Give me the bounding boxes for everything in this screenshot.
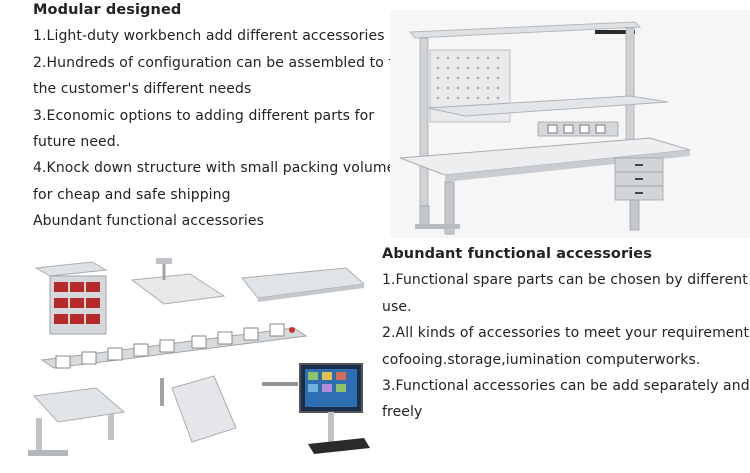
storage-bin-rack bbox=[34, 261, 108, 335]
description-line: 1.Functional spare parts can be chosen b… bbox=[382, 272, 748, 289]
description-line: future need. bbox=[33, 134, 121, 151]
description-line: 2.Hundreds of configuration can be assem… bbox=[33, 54, 404, 71]
section-heading-modular: Modular designed bbox=[33, 2, 182, 18]
modular-description: Modular designed 1.Light-duty workbench … bbox=[33, 0, 404, 235]
accessories-description: Abundant functional accessories 1.Functi… bbox=[382, 241, 750, 426]
description-line: use. bbox=[382, 298, 412, 315]
section-heading-accessories: Abundant functional accessories bbox=[382, 246, 652, 262]
workbench-image bbox=[390, 10, 750, 238]
description-line: cofooing.storage,iumination computerwork… bbox=[382, 351, 701, 368]
description-line: Abundant functional accessories bbox=[33, 213, 264, 230]
description-line: 3.Economic options to adding different p… bbox=[33, 107, 375, 124]
description-line: 3.Functional accessories can be add sepa… bbox=[382, 378, 750, 395]
description-line: the customer's different needs bbox=[33, 81, 252, 98]
accessories-image bbox=[14, 238, 376, 470]
description-line: 2.All kinds of accessories to meet your … bbox=[382, 325, 750, 342]
description-line: for cheap and safe shipping bbox=[33, 186, 231, 203]
description-line: 4.Knock down structure with small packin… bbox=[33, 160, 396, 177]
description-line: 1.Light-duty workbench add different acc… bbox=[33, 28, 385, 45]
description-line: freely bbox=[382, 404, 423, 421]
